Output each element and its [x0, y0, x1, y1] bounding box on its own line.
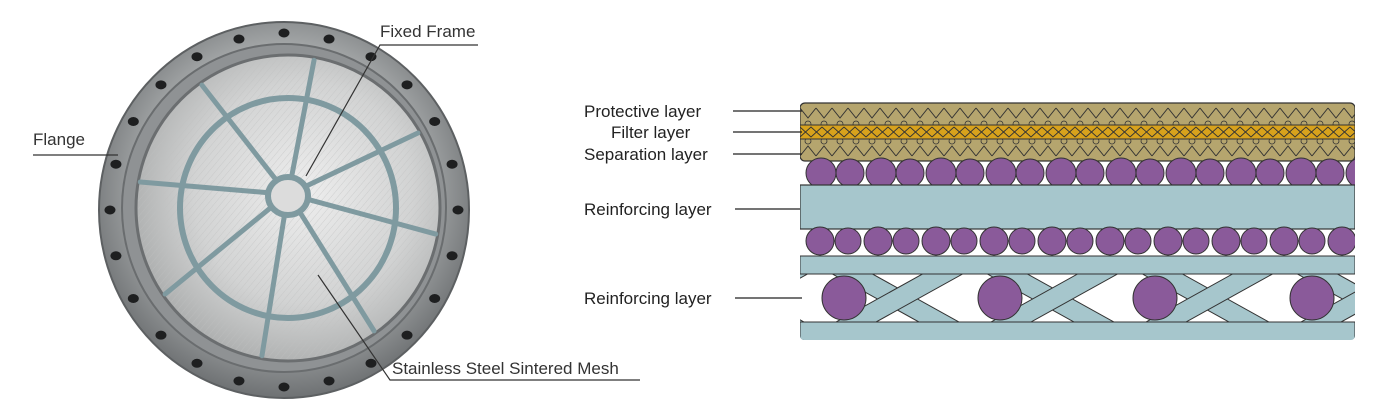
reinforcing-wire [986, 158, 1016, 188]
reinforcing-wire [1256, 159, 1284, 187]
layer-structure-diagram: Protective layer Filter layer Separation… [584, 102, 1400, 342]
reinforcing-wire [1316, 159, 1344, 187]
large-reinforcing-wire [822, 276, 866, 320]
reinforcing-wire-row-1 [806, 158, 1376, 188]
filter-layer-band [800, 125, 1355, 139]
bolt-hole [105, 206, 116, 215]
reinforcing-wire [806, 227, 834, 255]
bolt-hole [233, 35, 244, 44]
reinforcing-wire [866, 158, 896, 188]
reinforcing-wire [1136, 159, 1164, 187]
bolt-hole [447, 160, 458, 169]
reinforcing-wire [1166, 158, 1196, 188]
reinforcing-wire [1016, 159, 1044, 187]
reinforcing-wire [1357, 228, 1383, 254]
protective-layer-label: Protective layer [584, 102, 701, 121]
reinforcing-plate [800, 185, 1355, 229]
reinforcing-wire [980, 227, 1008, 255]
large-reinforcing-wire [1133, 276, 1177, 320]
bolt-hole [279, 383, 290, 392]
reinforcing-wire [1286, 158, 1316, 188]
reinforcing-wire [1038, 227, 1066, 255]
bolt-hole [402, 80, 413, 89]
reinforcing-wire [926, 158, 956, 188]
reinforcing-wire [1270, 227, 1298, 255]
reinforcing-wire [1046, 158, 1076, 188]
reinforcing-wire [1196, 159, 1224, 187]
filter-disc-photo: Fixed Frame Flange Stainless Steel Sinte… [33, 22, 640, 398]
frame-hub [268, 177, 308, 215]
bolt-hole [324, 376, 335, 385]
reinforcing-wire [1183, 228, 1209, 254]
large-reinforcing-wire [1290, 276, 1334, 320]
reinforcing-wire [1106, 158, 1136, 188]
bolt-hole [233, 376, 244, 385]
bolt-hole [447, 251, 458, 260]
bolt-hole [192, 359, 203, 368]
reinforcing-wire [1328, 227, 1356, 255]
twill-bottom-edge [800, 322, 1355, 342]
reinforcing-wire [922, 227, 950, 255]
reinforcing-wire [835, 228, 861, 254]
reinforcing-wire [1226, 158, 1256, 188]
reinforcing-wire [896, 159, 924, 187]
mesh-label: Stainless Steel Sintered Mesh [392, 359, 619, 378]
twill-top-edge [800, 256, 1355, 274]
bolt-hole [128, 117, 139, 126]
bolt-hole [429, 294, 440, 303]
reinforcing-wire [1067, 228, 1093, 254]
reinforcing-wire [1096, 227, 1124, 255]
reinforcing-twill-weave [645, 256, 1400, 342]
reinforcing-wire-row-2 [806, 227, 1383, 255]
bolt-hole [279, 29, 290, 38]
bolt-hole [324, 35, 335, 44]
reinforcing-wire [1009, 228, 1035, 254]
reinforcing-wire [836, 159, 864, 187]
fixed-frame-label: Fixed Frame [380, 22, 475, 41]
bolt-hole [155, 331, 166, 340]
reinforcing-wire [951, 228, 977, 254]
reinforcing-wire [864, 227, 892, 255]
bolt-hole [429, 117, 440, 126]
reinforcing-wire [1241, 228, 1267, 254]
bolt-hole [453, 206, 464, 215]
reinforcing-layer-1-label: Reinforcing layer [584, 200, 712, 219]
bolt-hole [110, 251, 121, 260]
reinforcing-wire [1212, 227, 1240, 255]
bolt-hole [128, 294, 139, 303]
filter-layer-label: Filter layer [611, 123, 691, 142]
large-reinforcing-wire [978, 276, 1022, 320]
bolt-hole [366, 359, 377, 368]
reinforcing-wire [1076, 159, 1104, 187]
reinforcing-wire [893, 228, 919, 254]
bolt-hole [155, 80, 166, 89]
reinforcing-wire [1125, 228, 1151, 254]
bolt-hole [402, 331, 413, 340]
flange-label: Flange [33, 130, 85, 149]
reinforcing-wire [806, 158, 836, 188]
reinforcing-wire [1154, 227, 1182, 255]
reinforcing-wire [956, 159, 984, 187]
reinforcing-wire [1346, 158, 1376, 188]
separation-layer-label: Separation layer [584, 145, 708, 164]
reinforcing-layer-2-label: Reinforcing layer [584, 289, 712, 308]
reinforcing-wire [1299, 228, 1325, 254]
bolt-hole [110, 160, 121, 169]
bolt-hole [192, 52, 203, 61]
